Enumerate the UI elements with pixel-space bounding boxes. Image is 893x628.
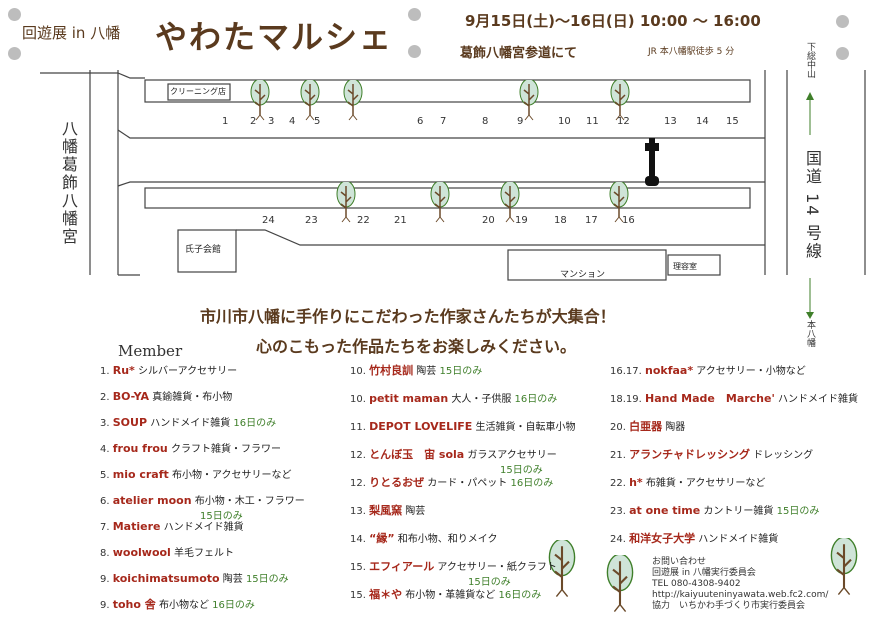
member-heading: Member	[118, 342, 183, 360]
event-date: 9月15日(土)〜16日(日) 10:00 〜 16:00	[465, 12, 761, 30]
list-item: 8. woolwool 羊毛フェルト	[100, 546, 235, 560]
stall-number: 5	[314, 116, 321, 127]
stall-number: 21	[394, 215, 407, 226]
route-label: 国道 14 号線	[803, 150, 822, 261]
contact-tel: TEL 080-4308-9402	[652, 579, 741, 589]
only-day-note: 15日のみ	[500, 465, 543, 476]
tagline-line2: 心のこもった作品たちをお楽しみください。	[256, 337, 577, 356]
decor-dot	[8, 47, 21, 60]
tree-icon	[336, 182, 356, 223]
stall-number: 20	[482, 215, 495, 226]
access-info: JR 本八幡駅徒歩 5 分	[648, 47, 735, 57]
stall-number: 22	[357, 215, 370, 226]
tree-icon	[343, 80, 363, 121]
list-item: 6. atelier moon 布小物・木工・フラワー	[100, 494, 305, 508]
list-item: 11. DEPOT LOVELIFE 生活雑貨・自転車小物	[350, 420, 576, 434]
list-item: 21. アランチャドレッシング ドレッシング	[610, 448, 814, 462]
tree-icon	[606, 555, 634, 613]
list-item: 9. koichimatsumoto 陶芸 15日のみ	[100, 572, 289, 586]
list-item: 2. BO-YA 真鍮雑貨・布小物	[100, 390, 233, 404]
stall-number: 14	[696, 116, 709, 127]
list-item: 7. Matiere ハンドメイド雑貨	[100, 520, 244, 534]
list-item: 12. りとるおぜ カード・パペット 16日のみ	[350, 476, 554, 490]
list-item: 20. 白亜器 陶器	[610, 420, 686, 434]
list-item: 14. “縁” 和布小物、和りメイク	[350, 532, 498, 546]
contact-block: お問い合わせ 回遊展 in 八幡実行委員会 TEL 080-4308-9402 …	[652, 557, 828, 612]
direction-label-top: 下総中山	[805, 42, 815, 78]
list-item: 3. SOUP ハンドメイド雑貨 16日のみ	[100, 416, 277, 430]
list-item: 4. frou frou クラフト雑貨・フラワー	[100, 442, 281, 456]
list-item: 5. mio craft 布小物・アクセサリーなど	[100, 468, 292, 482]
stall-number: 17	[585, 215, 598, 226]
list-item: 24. 和洋女子大学 ハンドメイド雑貨	[610, 532, 779, 546]
contact-cooperation: 協力 いちかわ手づくり市実行委員会	[652, 601, 806, 611]
stall-number: 2	[250, 116, 257, 127]
tree-icon	[430, 182, 450, 223]
list-item: 15. 福＊や 布小物・革雑貨など 16日のみ	[350, 588, 542, 602]
stall-number: 11	[586, 116, 599, 127]
stall-number: 23	[305, 215, 318, 226]
stall-number: 19	[515, 215, 528, 226]
stall-number: 12	[617, 116, 630, 127]
stall-number: 6	[417, 116, 424, 127]
only-day-note: 15日のみ	[468, 577, 511, 588]
event-name: 回遊展 in 八幡	[22, 24, 121, 42]
arrow-down-icon	[806, 300, 814, 319]
stall-number: 8	[482, 116, 489, 127]
stall-number: 1	[222, 116, 229, 127]
list-item: 10. 竹村良訓 陶芸 15日のみ	[350, 364, 483, 378]
only-day-note: 15日のみ	[200, 511, 243, 522]
decor-dot	[836, 47, 849, 60]
stall-number: 16	[622, 215, 635, 226]
stall-number: 18	[554, 215, 567, 226]
decor-dot	[836, 15, 849, 28]
building-mansion: マンション	[560, 270, 606, 280]
stall-number: 7	[440, 116, 447, 127]
list-item: 9. toho 舎 布小物など 16日のみ	[100, 598, 255, 612]
list-item: 13. 梨風窯 陶芸	[350, 504, 426, 518]
list-item: 12. とんぼ玉 宙 sola ガラスアクセサリー	[350, 448, 557, 462]
list-item: 15. エフィアール アクセサリー・紙クラフト	[350, 560, 557, 574]
decor-dot	[408, 45, 421, 58]
stall-number: 13	[664, 116, 677, 127]
stall-number: 10	[558, 116, 571, 127]
contact-url[interactable]: http://kaiyuuteninyawata.web.fc2.com/	[652, 590, 829, 600]
tagline-line1: 市川市八幡に手作りにこだわった作家さんたちが大集合！	[200, 307, 616, 326]
stall-number: 3	[268, 116, 275, 127]
list-item: 16.17. nokfaa* アクセサリー・小物など	[610, 364, 806, 378]
event-venue: 葛飾八幡宮参道にて	[460, 46, 578, 61]
building-office: 理容室	[673, 262, 697, 271]
building-cleaning: クリーニング店	[170, 87, 226, 96]
page-title: やわたマルシェ	[155, 18, 394, 56]
decor-dot	[8, 8, 21, 21]
contact-org: 回遊展 in 八幡実行委員会	[652, 568, 756, 578]
direction-label-bottom: 本八幡	[805, 320, 815, 347]
tree-icon	[830, 538, 858, 596]
contact-title: お問い合わせ	[652, 557, 707, 567]
decor-dot	[408, 8, 421, 21]
list-item: 10. petit maman 大人・子供服 16日のみ	[350, 392, 558, 406]
shrine-label: 八幡葛飾八幡宮	[59, 120, 78, 246]
stall-number: 4	[289, 116, 296, 127]
building-ujiko: 氏子会館	[185, 245, 222, 255]
stall-number: 24	[262, 215, 275, 226]
list-item: 22. h* 布雑貨・アクセサリーなど	[610, 476, 766, 490]
list-item: 18.19. Hand Made Marche' ハンドメイド雑貨	[610, 392, 859, 406]
venue-map	[40, 70, 866, 300]
list-item: 23. at one time カントリー雑貨 15日のみ	[610, 504, 820, 518]
list-item: 1. Ru* シルバーアクセサリー	[100, 364, 238, 378]
stall-number: 15	[726, 116, 739, 127]
stall-number: 9	[517, 116, 524, 127]
